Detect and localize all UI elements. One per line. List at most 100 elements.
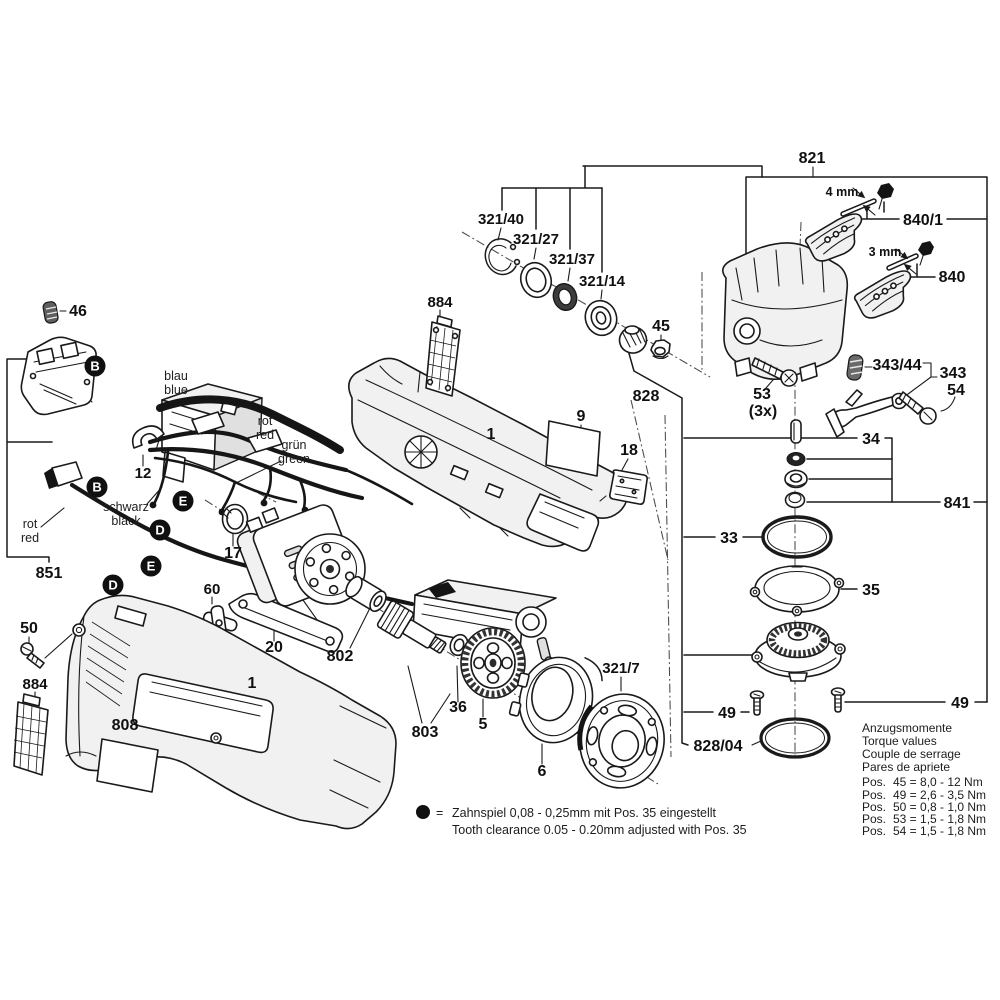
label-851: 851	[36, 565, 63, 582]
svg-text:Pos.: Pos.	[862, 824, 886, 838]
label-321-14: 321/14	[579, 273, 626, 290]
tooth-clearance-note: = Zahnspiel 0,08 - 0,25mm mit Pos. 35 ei…	[416, 805, 747, 837]
part-spring-46	[42, 301, 59, 324]
svg-text:53 = 1,5 - 1,8 Nm: 53 = 1,5 - 1,8 Nm	[893, 812, 986, 826]
part-screw-53	[751, 357, 798, 387]
label-4mm: 4 mm	[826, 185, 859, 199]
torque-title-en: Torque values	[862, 734, 937, 748]
svg-text:Pos.: Pos.	[862, 800, 886, 814]
part-screw-50	[20, 642, 45, 669]
label-49-left: 49	[718, 705, 736, 722]
part-lever-pin-3mm	[886, 241, 934, 271]
part-number-labels: 821 840/1 840 4 mm 3 mm 343/44 343 54 53…	[20, 150, 970, 780]
svg-text:45 = 8,0 - 12 Nm: 45 = 8,0 - 12 Nm	[893, 775, 983, 789]
badge-E-1: E	[172, 490, 194, 512]
part-ring-17	[221, 503, 249, 535]
label-884-right: 884	[427, 294, 453, 311]
torque-row: Pos. 53 = 1,5 - 1,8 Nm	[862, 812, 986, 826]
part-spring-343-44	[846, 354, 864, 381]
label-60: 60	[204, 581, 221, 598]
svg-text:Pos.: Pos.	[862, 775, 886, 789]
part-clamping-lever-840	[851, 266, 923, 325]
wiring-harness	[147, 395, 414, 516]
label-803: 803	[412, 724, 439, 741]
label-53-qty: (3x)	[749, 403, 777, 420]
part-seal-ring-321-27	[519, 261, 553, 299]
part-gear-head-housing	[722, 242, 849, 382]
part-flange-321-7	[577, 693, 665, 789]
label-6: 6	[538, 763, 547, 780]
torque-row: Pos. 50 = 0,8 - 1,0 Nm	[862, 800, 986, 814]
note-line-de: Zahnspiel 0,08 - 0,25mm mit Pos. 35 eing…	[452, 806, 717, 820]
note-line-en: Tooth clearance 0.05 - 0.20mm adjusted w…	[452, 823, 747, 837]
label-53: 53	[753, 386, 771, 403]
part-mesh-plate-884-right	[425, 315, 461, 397]
part-gear-5	[460, 627, 526, 699]
part-handle-housing-1	[65, 594, 397, 830]
part-retaining-ring-321-40	[484, 238, 521, 276]
label-841: 841	[944, 495, 971, 512]
svg-text:B: B	[90, 359, 99, 374]
part-label-patch-808	[96, 738, 159, 793]
label-1-top: 1	[487, 426, 496, 443]
torque-row: Pos. 45 = 8,0 - 12 Nm	[862, 775, 983, 789]
part-pinion-gear-828	[618, 325, 648, 354]
label-3mm: 3 mm	[869, 245, 902, 259]
label-802: 802	[327, 648, 354, 665]
part-mesh-plate-884-left	[13, 693, 49, 776]
part-ring-321-37	[552, 282, 578, 312]
label-rot-upper: rot	[258, 414, 273, 428]
badge-B-2: B	[86, 476, 108, 498]
svg-text:Pos.: Pos.	[862, 812, 886, 826]
label-34: 34	[862, 431, 880, 448]
svg-text:E: E	[147, 559, 156, 574]
badge-D-2: D	[102, 574, 124, 596]
label-rot-lower: rot	[23, 517, 38, 531]
torque-title-de: Anzugsmomente	[862, 721, 952, 735]
part-label-patch-9	[545, 420, 601, 477]
svg-text:54 = 1,5 - 1,8 Nm: 54 = 1,5 - 1,8 Nm	[893, 824, 986, 838]
label-36: 36	[449, 699, 467, 716]
label-20: 20	[265, 639, 283, 656]
part-nut-45	[650, 339, 671, 360]
label-343: 343	[940, 365, 967, 382]
label-gruen: grün	[281, 438, 306, 452]
label-808: 808	[112, 717, 139, 734]
label-red-lower: red	[21, 531, 39, 545]
part-ring-spacer	[784, 491, 806, 509]
part-screw-49-right	[830, 687, 846, 713]
label-12: 12	[135, 465, 152, 482]
svg-text:D: D	[108, 578, 117, 593]
label-blau: blau	[164, 369, 188, 383]
torque-title-fr: Couple de serrage	[862, 747, 961, 761]
label-321-40: 321/40	[478, 211, 524, 228]
dimension-arrows	[850, 184, 919, 278]
label-9: 9	[577, 408, 586, 425]
svg-text:Pos.: Pos.	[862, 788, 886, 802]
part-gasket-35	[749, 565, 845, 617]
label-840-1: 840/1	[903, 212, 943, 229]
label-schwarz: schwarz	[103, 500, 149, 514]
svg-text:E: E	[179, 494, 188, 509]
part-bearing-small	[784, 469, 808, 489]
label-17: 17	[224, 545, 242, 562]
label-49-right: 49	[951, 695, 969, 712]
torque-row: Pos. 54 = 1,5 - 1,8 Nm	[862, 824, 986, 838]
part-bearing-321-14	[584, 299, 618, 337]
part-brush-plate	[20, 336, 97, 416]
note-equals: =	[436, 806, 443, 820]
part-o-ring-828-04	[759, 717, 831, 759]
label-828-04: 828/04	[694, 738, 743, 755]
label-321-7: 321/7	[602, 660, 640, 677]
part-screw-54	[898, 391, 937, 425]
part-lever-343	[825, 389, 908, 438]
connection-badges: B B E D E D	[84, 355, 194, 596]
label-red-upper: red	[256, 428, 274, 442]
label-46: 46	[69, 303, 87, 320]
part-coupling	[345, 575, 387, 613]
part-pin-34	[790, 419, 802, 444]
label-33: 33	[720, 530, 738, 547]
part-screw-49-left	[749, 690, 765, 716]
